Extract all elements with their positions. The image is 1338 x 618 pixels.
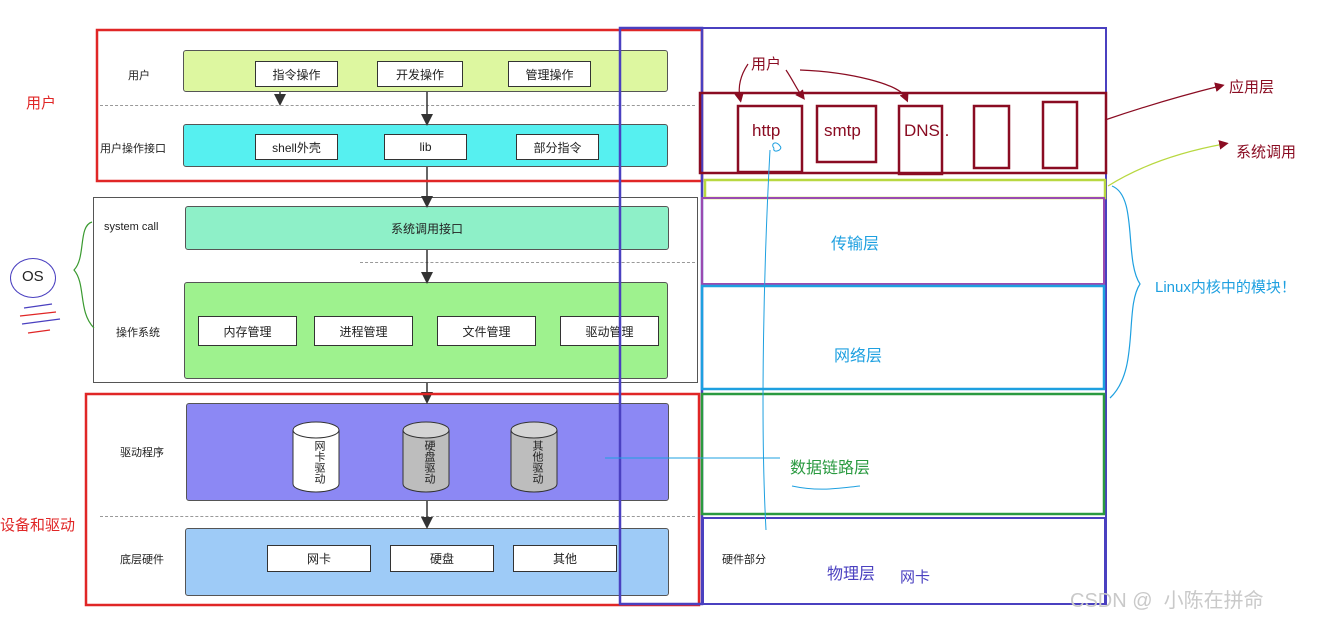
- net-user-label: 用户: [751, 56, 782, 73]
- nic-driver-cylinder: [292, 421, 340, 493]
- app-slot-4: [972, 104, 1011, 170]
- physical-layer-label: 物理层: [827, 566, 876, 583]
- network-layer-label: 网络层: [834, 348, 883, 365]
- http-box: [736, 104, 804, 174]
- shell-box: shell外壳: [255, 134, 338, 160]
- cmd-op-box: 指令操作: [255, 61, 338, 87]
- syscall-bar: 系统调用接口: [185, 206, 669, 250]
- watermark: CSDN @ 小陈在拼命: [1070, 590, 1264, 612]
- driver-layer-label: 驱动程序: [120, 447, 164, 459]
- http-scribble: [772, 142, 782, 152]
- memory-mgmt-box: 内存管理: [198, 316, 297, 346]
- nic-box: 网卡: [267, 545, 371, 572]
- partial-cmd-box: 部分指令: [516, 134, 599, 160]
- hardware-layer-label: 底层硬件: [120, 554, 164, 566]
- file-mgmt-box: 文件管理: [437, 316, 536, 346]
- nic-label: 网卡: [900, 569, 931, 586]
- separator-user: [100, 105, 695, 106]
- disk-driver-label: 硬盘驱动: [423, 440, 435, 484]
- kernel-note: Linux内核中的模块！: [1155, 279, 1296, 296]
- http-label: http: [752, 121, 781, 140]
- app-layer-pointer: [1104, 82, 1225, 121]
- separator-os: [360, 262, 695, 263]
- other-driver-cylinder: [510, 421, 558, 493]
- driver-mgmt-box: 驱动管理: [560, 316, 659, 346]
- disk-box: 硬盘: [390, 545, 494, 572]
- os-scribbles: [19, 303, 61, 334]
- syscall-layer-label: system call: [104, 221, 159, 233]
- smtp-label: smtp: [824, 121, 861, 140]
- user-interface-layer-label: 用户操作接口: [100, 143, 166, 155]
- separator-hw: [100, 516, 695, 517]
- http-to-physical-line: [762, 149, 771, 531]
- annotation-user: 用户: [26, 95, 57, 112]
- datalink-layer-box: [700, 392, 1106, 516]
- os-group-container: [93, 197, 698, 383]
- syscall-label: 系统调用: [1236, 144, 1297, 161]
- other-box: 其他: [513, 545, 617, 572]
- datalink-layer-label: 数据链路层: [790, 460, 871, 477]
- disk-driver-cylinder: [402, 421, 450, 493]
- flow-arrows: [274, 92, 433, 529]
- user-layer-label: 用户: [128, 70, 150, 82]
- user-arrows: [734, 63, 909, 103]
- admin-op-box: 管理操作: [508, 61, 591, 87]
- network-layer-box: [700, 284, 1106, 391]
- device-outline: [84, 392, 701, 607]
- syscall-pointer: [1107, 140, 1229, 187]
- application-layer-label: 应用层: [1229, 79, 1275, 96]
- dns-box: [897, 104, 944, 176]
- lib-box: lib: [384, 134, 467, 160]
- os-layer-label: 操作系统: [116, 327, 160, 339]
- transport-layer-box: [701, 197, 1105, 285]
- datalink-underline: [791, 485, 861, 490]
- process-mgmt-box: 进程管理: [314, 316, 413, 346]
- physical-layer-box: [702, 517, 1106, 605]
- syscall-strip: [703, 178, 1107, 200]
- annotation-os: OS: [22, 268, 44, 285]
- hardware-part-label: 硬件部分: [722, 554, 766, 566]
- kernel-brace: [1109, 185, 1141, 399]
- os-circle: [10, 258, 56, 298]
- os-brace: [73, 221, 95, 329]
- dns-label: DNS..: [904, 121, 950, 140]
- other-driver-label: 其他驱动: [531, 440, 543, 484]
- nic-driver-label: 网卡驱动: [313, 440, 325, 484]
- app-slot-5: [1041, 100, 1079, 170]
- transport-layer-label: 传输层: [831, 236, 880, 253]
- user-outline: [95, 28, 704, 183]
- dev-op-box: 开发操作: [377, 61, 463, 87]
- smtp-box: [815, 104, 878, 164]
- annotation-devices: 设备和驱动: [0, 517, 76, 534]
- kernel-overlap-outline: [618, 26, 704, 606]
